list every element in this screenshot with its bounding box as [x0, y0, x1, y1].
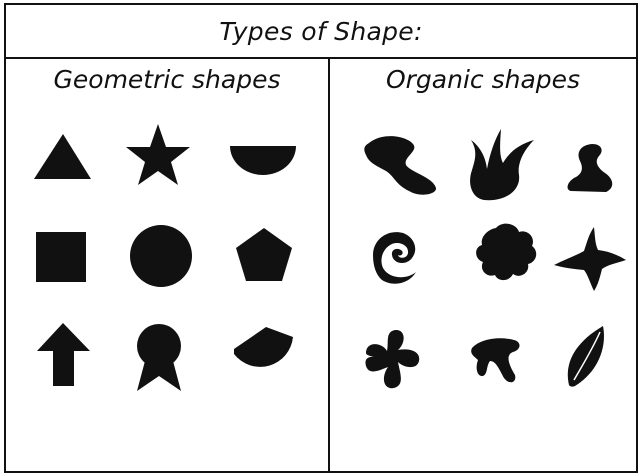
bird-blob-shape	[567, 144, 613, 192]
triangle-shape	[34, 134, 91, 179]
rosette-shape	[137, 324, 181, 391]
twisted-blob-shape	[471, 338, 520, 383]
cloud-blob-shape	[476, 223, 537, 281]
shapes-drawing	[34, 124, 626, 391]
star-shape	[126, 124, 190, 185]
cut-circle-shape	[234, 327, 293, 367]
circle-shape	[130, 225, 192, 287]
leafy-plant-shape	[470, 129, 534, 201]
pentagon-shape	[236, 228, 292, 281]
table-title: Types of Shape:	[6, 5, 636, 59]
semicircle-shape	[230, 146, 296, 175]
organic-heading: Organic shapes	[385, 65, 581, 94]
spiral-shape	[373, 232, 416, 284]
leaf-vein	[573, 331, 601, 381]
blob-ribbon-shape	[364, 136, 437, 195]
column-divider	[328, 59, 330, 471]
splat-star-shape	[554, 227, 626, 291]
arrow-shape	[37, 323, 90, 386]
square-shape	[36, 232, 86, 282]
geometric-heading: Geometric shapes	[53, 65, 281, 94]
propeller-blob-shape	[365, 329, 420, 389]
shape-types-table: Types of Shape: Geometric shapes Organic…	[4, 3, 638, 473]
